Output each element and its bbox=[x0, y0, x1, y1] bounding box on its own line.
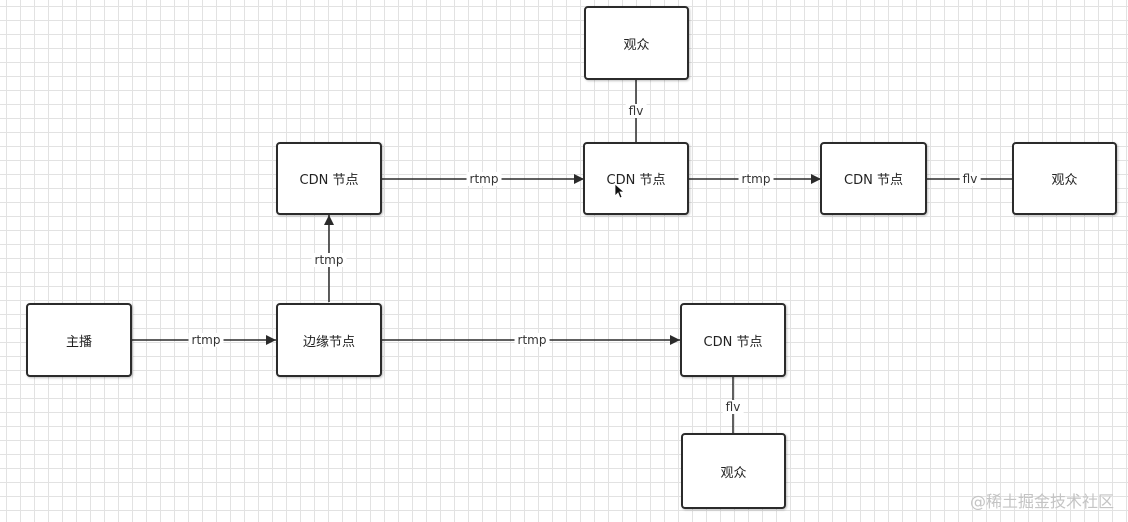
mouse-cursor-icon bbox=[614, 183, 624, 199]
node-edge[interactable]: 边缘节点 bbox=[276, 303, 382, 377]
node-viewer-bottom[interactable]: 观众 bbox=[681, 433, 786, 509]
node-cdn-top-mid[interactable]: CDN 节点 bbox=[583, 142, 689, 215]
node-cdn-top-left[interactable]: CDN 节点 bbox=[276, 142, 382, 215]
node-anchor[interactable]: 主播 bbox=[26, 303, 132, 377]
edge-label-cdn-mid-to-right: rtmp bbox=[738, 172, 774, 186]
edge-label-edge-to-cdn-top-left: rtmp bbox=[311, 253, 347, 267]
node-viewer-right[interactable]: 观众 bbox=[1012, 142, 1117, 215]
edge-label-bottom-to-viewer-bottom: flv bbox=[722, 400, 744, 414]
edge-label-mid-to-viewer-top: flv bbox=[625, 104, 647, 118]
node-cdn-top-right[interactable]: CDN 节点 bbox=[820, 142, 927, 215]
edge-label-right-to-viewer-right: flv bbox=[959, 172, 981, 186]
edge-label-anchor-to-edge: rtmp bbox=[188, 333, 224, 347]
edge-label-cdn-top-left-to-mid: rtmp bbox=[466, 172, 502, 186]
watermark: @稀土掘金技术社区 bbox=[969, 492, 1114, 511]
node-viewer-top[interactable]: 观众 bbox=[584, 6, 689, 80]
edge-label-edge-to-cdn-bottom: rtmp bbox=[514, 333, 550, 347]
node-cdn-bottom[interactable]: CDN 节点 bbox=[680, 303, 786, 377]
